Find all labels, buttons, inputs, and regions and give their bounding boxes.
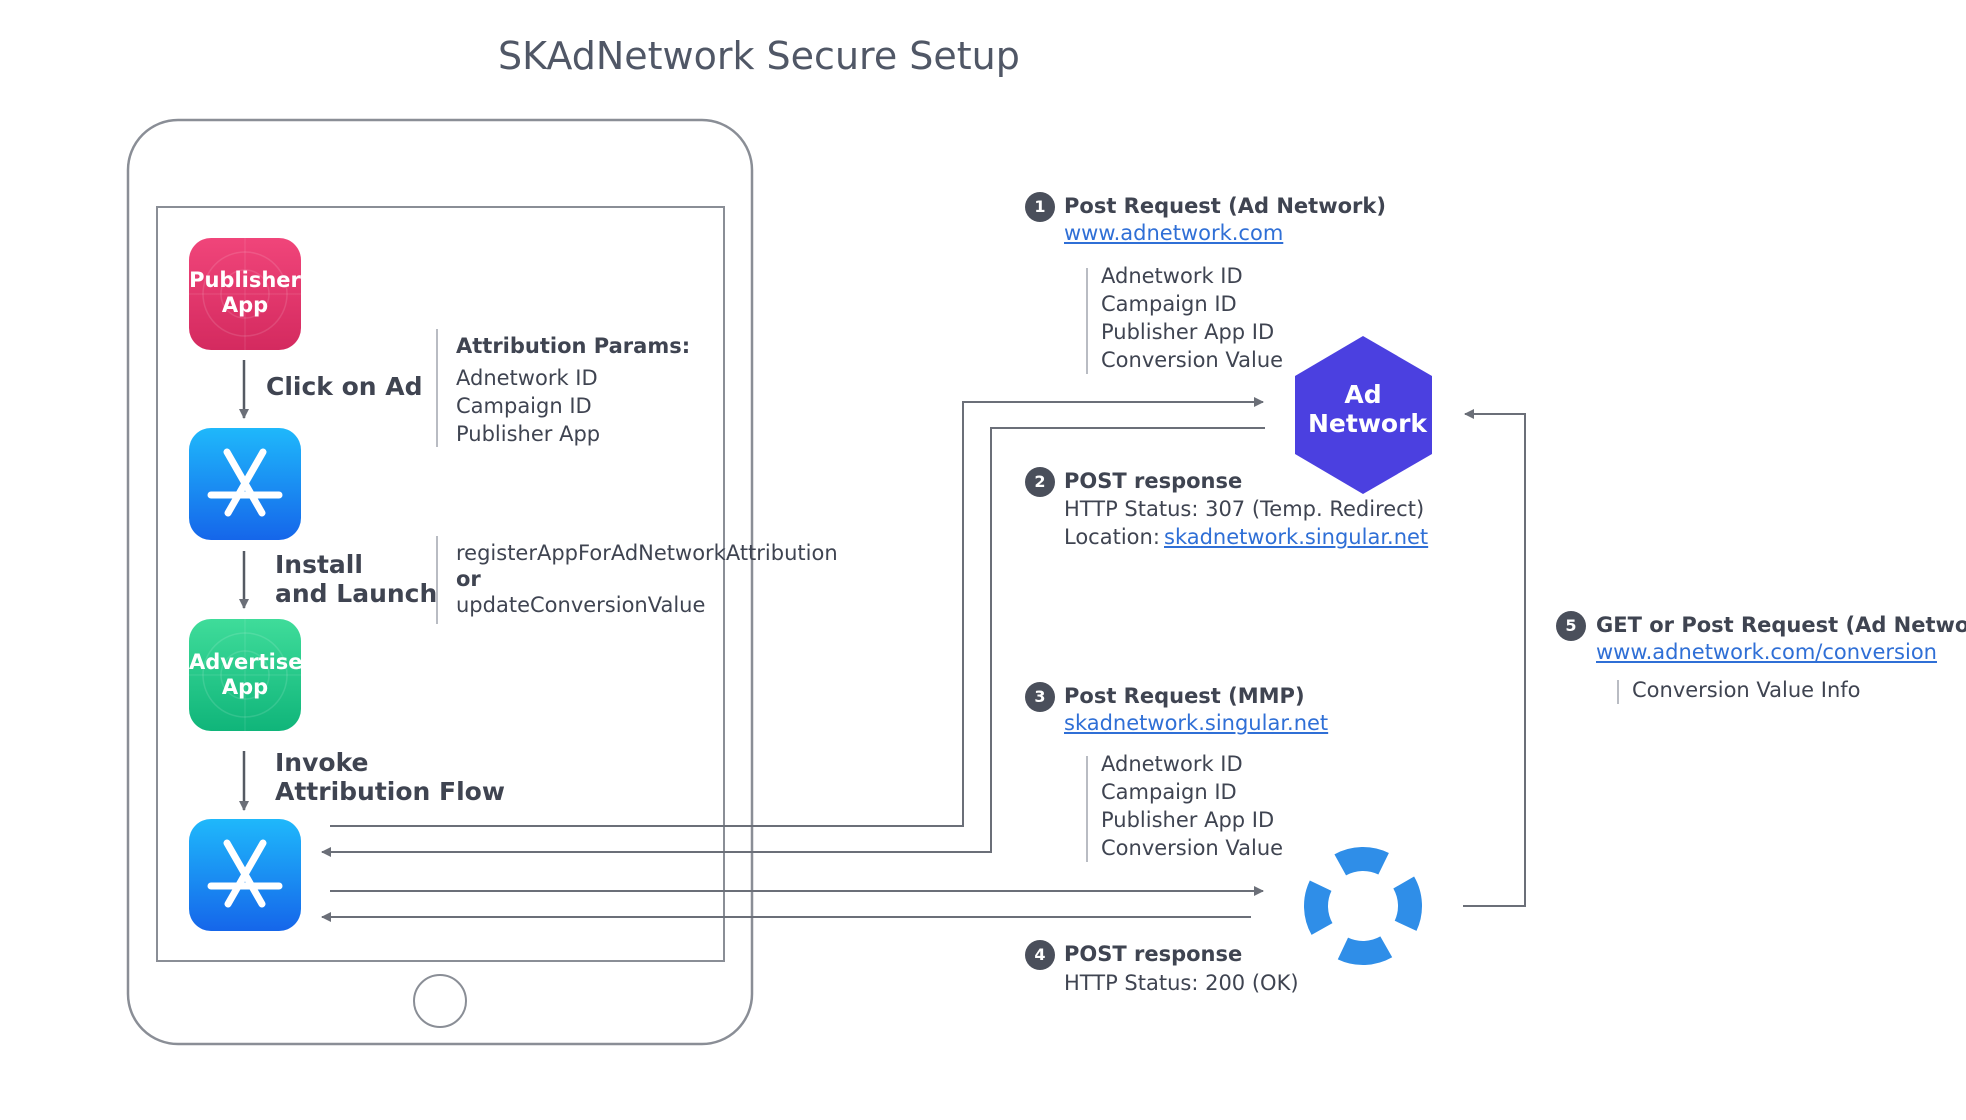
home-button[interactable] (413, 974, 467, 1028)
or-label: or (456, 567, 481, 591)
tablet-frame (126, 118, 754, 1046)
step-number-badge: 2 (1025, 467, 1055, 497)
and-launch-label: and Launch (275, 579, 438, 608)
step1-params-divider (1086, 268, 1088, 374)
attribution-param-item: Publisher App (456, 422, 601, 446)
api-calls-divider (436, 536, 438, 624)
publisher-app-label: Publisher App (189, 268, 301, 317)
step1-title: Post Request (Ad Network) (1064, 194, 1386, 218)
step5-param: Conversion Value Info (1632, 678, 1861, 702)
step2-location-label: Location: (1064, 525, 1160, 549)
post-response-redirect-line (321, 427, 1265, 857)
diagram-title: SKAdNetwork Secure Setup (498, 34, 1020, 78)
step2-location-link[interactable]: skadnetwork.singular.net (1164, 525, 1429, 549)
step-number-badge: 5 (1556, 611, 1586, 641)
install-label: Install (275, 550, 363, 579)
step-number-badge: 4 (1025, 940, 1055, 970)
step2-title: POST response (1064, 469, 1243, 493)
step3-param: Publisher App ID (1101, 808, 1275, 832)
invoke-label: Invoke (275, 748, 369, 777)
step1-link[interactable]: www.adnetwork.com (1064, 221, 1284, 245)
attribution-params-title: Attribution Params: (456, 334, 691, 358)
advertiser-app-label: Advertiser App (189, 650, 313, 699)
step5-params-divider (1617, 680, 1619, 704)
app-store-icon (189, 428, 301, 540)
tablet-screen (156, 206, 725, 962)
attribution-flow-label: Attribution Flow (275, 777, 505, 806)
step5-title: GET or Post Request (Ad Network) (1596, 613, 1966, 637)
step1-param: Adnetwork ID (1101, 264, 1243, 288)
step3-param: Conversion Value (1101, 836, 1284, 860)
update-call-label: updateConversionValue (456, 593, 706, 617)
step5-link[interactable]: www.adnetwork.com/conversion (1596, 640, 1937, 664)
step2-status: HTTP Status: 307 (Temp. Redirect) (1064, 497, 1425, 521)
step3-link[interactable]: skadnetwork.singular.net (1064, 711, 1329, 735)
advertiser-app-icon (189, 619, 301, 731)
step3-title: Post Request (MMP) (1064, 684, 1305, 708)
publisher-app-icon (189, 238, 301, 350)
step4-title: POST response (1064, 942, 1243, 966)
attribution-param-item: Adnetwork ID (456, 366, 598, 390)
step1-param: Campaign ID (1101, 292, 1237, 316)
click-on-ad-label: Click on Ad (266, 372, 423, 401)
step3-params-divider (1086, 756, 1088, 862)
ad-network-hexagon (1295, 336, 1432, 494)
ad-network-label: Ad Network (1308, 380, 1428, 438)
post-request-ad-network-line (330, 397, 1264, 827)
app-store-icon (189, 819, 301, 931)
step-number-badge: 1 (1025, 192, 1055, 222)
step4-status: HTTP Status: 200 (OK) (1064, 971, 1299, 995)
step1-param: Conversion Value (1101, 348, 1284, 372)
singular-logo-icon (1304, 847, 1422, 965)
attribution-params-divider (436, 329, 438, 447)
step-number-badge: 3 (1025, 682, 1055, 712)
step3-param: Campaign ID (1101, 780, 1237, 804)
register-call-label: registerAppForAdNetworkAttribution (456, 541, 838, 565)
step3-param: Adnetwork ID (1101, 752, 1243, 776)
get-request-conversion-line (1463, 409, 1526, 907)
attribution-param-item: Campaign ID (456, 394, 592, 418)
step1-param: Publisher App ID (1101, 320, 1275, 344)
